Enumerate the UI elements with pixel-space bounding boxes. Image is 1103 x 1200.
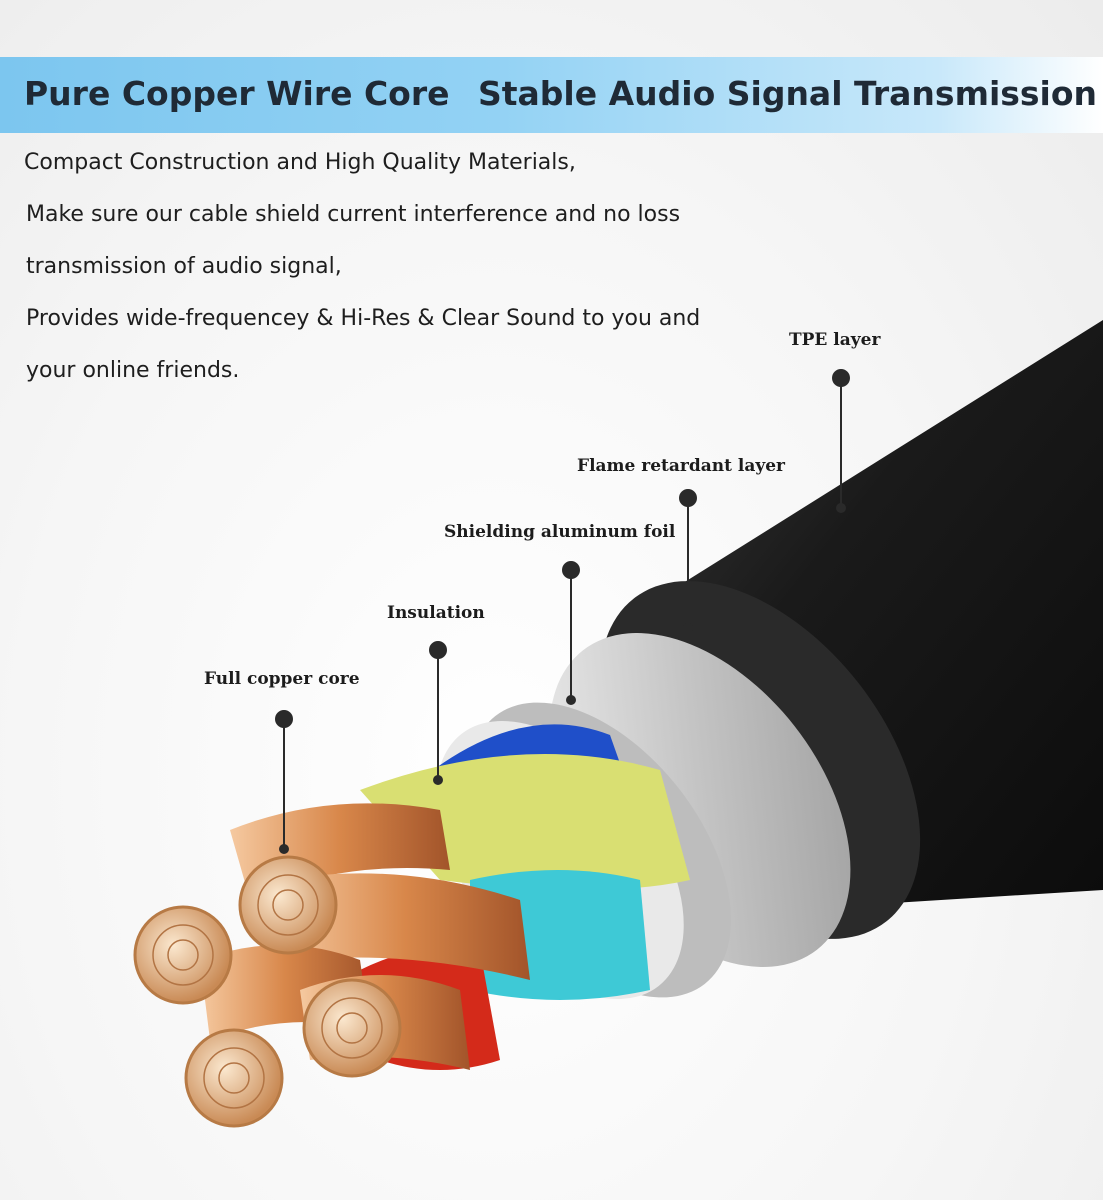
callout-flame-retardant-layer: Flame retardant layer [577,456,786,476]
copper-twist [280,873,530,980]
strand-dots [152,874,383,1109]
callout-shielding-aluminum-foil: Shielding aluminum foil [444,522,676,542]
description-text: Compact Construction and High Quality Ma… [24,145,784,405]
title-banner [0,57,1103,133]
description-line: Compact Construction and High Quality Ma… [24,150,576,175]
callout-tpe-layer: TPE layer [789,330,881,350]
callout-insulation: Insulation [387,603,485,623]
description-line: Provides wide-frequencey & Hi-Res & Clea… [26,306,701,331]
copper-core-end [184,1028,284,1128]
copper-core-end [238,855,338,955]
banner-title-left: Pure Copper Wire Core [24,74,450,113]
description-line: Make sure our cable shield current inter… [26,202,681,227]
description-line: your online friends. [26,358,240,383]
description-line: transmission of audio signal, [26,254,342,279]
callout-full-copper-core: Full copper core [204,669,360,689]
copper-core-end [133,905,233,1005]
banner-title-right: Stable Audio Signal Transmission [478,74,1098,113]
copper-core-end [302,978,402,1078]
